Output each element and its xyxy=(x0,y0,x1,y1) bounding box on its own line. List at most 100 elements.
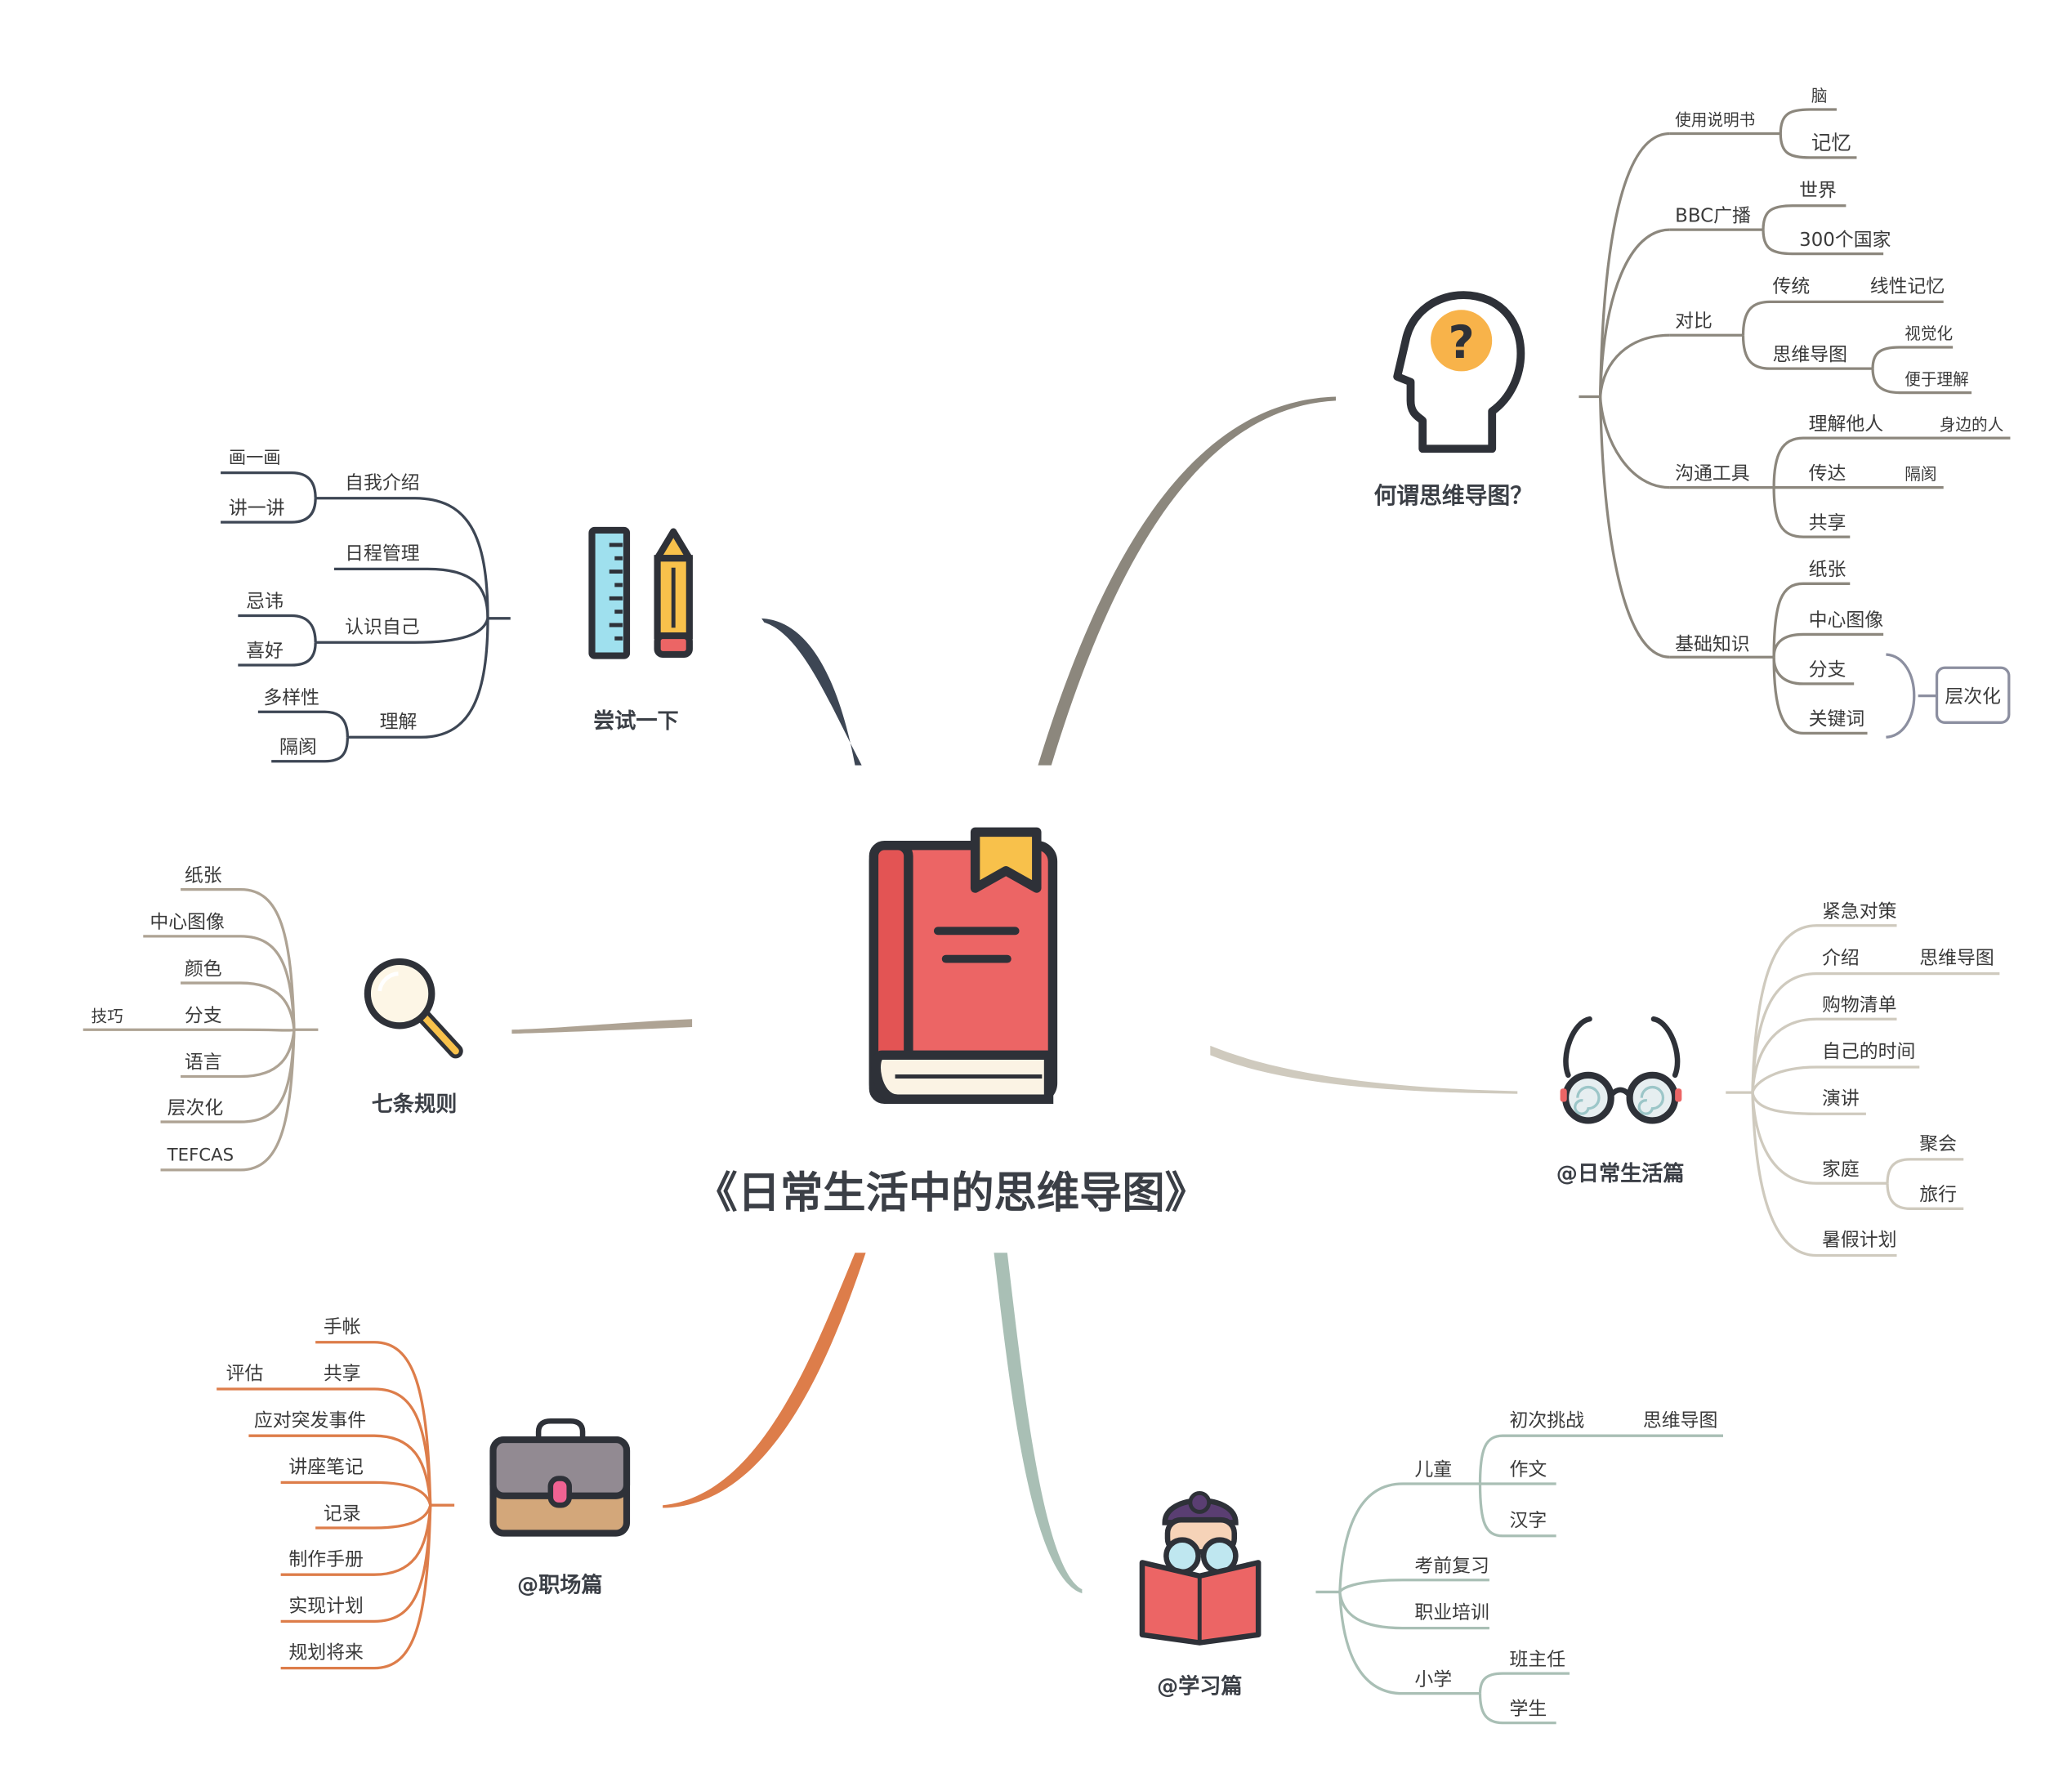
rules-item-1: 纸张 xyxy=(185,865,222,887)
try-intro-talk: 讲一讲 xyxy=(229,498,285,519)
try-understand-diversity: 多样性 xyxy=(263,687,319,708)
daily-family-travel: 旅行 xyxy=(1919,1185,1957,1206)
study-primary-teacher: 班主任 xyxy=(1509,1649,1565,1670)
what-bbc-label: BBC广播 xyxy=(1675,205,1751,226)
daily-family-party: 聚会 xyxy=(1919,1133,1957,1155)
study-child-first-mindmap: 思维导图 xyxy=(1643,1410,1718,1431)
branch-try-title: 尝试一下 xyxy=(593,709,679,734)
study-job-label: 职业培训 xyxy=(1414,1602,1489,1624)
what-compare-mindmap: 思维导图 xyxy=(1772,344,1847,365)
what-basic-label: 基础知识 xyxy=(1675,634,1750,655)
what-manual-label: 使用说明书 xyxy=(1675,111,1755,130)
what-comm-convey: 传达 xyxy=(1809,463,1846,485)
daily-item-6: 家庭 xyxy=(1822,1159,1860,1180)
svg-text:?: ? xyxy=(1449,316,1475,369)
daily-item-4: 自己的时间 xyxy=(1822,1042,1915,1063)
what-basic-central: 中心图像 xyxy=(1809,610,1884,632)
what-comm-gap: 隔阂 xyxy=(1905,465,1936,484)
rules-item-2: 中心图像 xyxy=(150,912,225,933)
study-child-label: 儿童 xyxy=(1414,1459,1452,1481)
daily-item-1: 紧急对策 xyxy=(1822,901,1897,922)
what-compare-label: 对比 xyxy=(1675,310,1713,332)
branch-rules-title: 七条规则 xyxy=(372,1092,458,1117)
center-title: 《日常生活中的思维导图》 xyxy=(694,1168,1208,1218)
magnifier-icon xyxy=(364,958,463,1059)
work-item-4: 讲座笔记 xyxy=(288,1457,364,1478)
what-subtree xyxy=(1579,108,2011,739)
what-compare-visual: 视觉化 xyxy=(1905,324,1953,343)
rules-item-3: 颜色 xyxy=(185,958,222,980)
study-primary-student: 学生 xyxy=(1509,1699,1547,1720)
try-self-like: 喜好 xyxy=(246,641,284,662)
branch-study-title: @学习篇 xyxy=(1157,1674,1243,1699)
what-basic-boxed: 层次化 xyxy=(1945,686,2001,708)
study-child-essay: 作文 xyxy=(1509,1459,1547,1481)
daily-subtree xyxy=(1726,924,2000,1257)
branch-what xyxy=(1038,396,1336,766)
study-subtree xyxy=(1315,1434,1724,1725)
try-understand-label: 理解 xyxy=(380,712,418,733)
branch-work-title: @职场篇 xyxy=(517,1572,603,1597)
work-item-1: 手帐 xyxy=(324,1316,361,1338)
rules-item-5: 语言 xyxy=(185,1052,222,1074)
rules-subtree xyxy=(83,888,319,1172)
briefcase-icon xyxy=(489,1418,631,1537)
ruler-pencil-icon xyxy=(588,526,693,659)
work-subtree xyxy=(217,1341,455,1670)
try-self-taboo: 忌讳 xyxy=(246,592,284,613)
rules-item-4: 分支 xyxy=(185,1005,222,1026)
try-self-label: 认识自己 xyxy=(345,617,420,638)
rules-item-6: 层次化 xyxy=(167,1097,224,1119)
work-item-3: 应对突发事件 xyxy=(254,1410,366,1431)
what-compare-easy: 便于理解 xyxy=(1905,370,1968,389)
book-icon xyxy=(869,827,1058,1104)
try-subtree xyxy=(221,471,511,763)
work-share-child: 评估 xyxy=(226,1364,264,1385)
work-item-7: 实现计划 xyxy=(288,1596,364,1617)
what-comm-share: 共享 xyxy=(1809,512,1846,534)
work-item-8: 规划将来 xyxy=(288,1642,364,1664)
branch-rules xyxy=(511,1019,693,1034)
what-compare-linear: 线性记忆 xyxy=(1870,276,1945,297)
glasses-icon xyxy=(1560,1016,1682,1124)
work-item-5: 记录 xyxy=(324,1503,361,1525)
what-comm-label: 沟通工具 xyxy=(1675,463,1750,485)
daily-intro-child: 思维导图 xyxy=(1919,948,1994,969)
daily-item-7: 暑假计划 xyxy=(1822,1230,1897,1251)
head-question-icon: ? xyxy=(1393,291,1525,453)
branch-study xyxy=(994,1253,1083,1594)
what-basic-paper: 纸张 xyxy=(1809,560,1846,581)
try-schedule-label: 日程管理 xyxy=(345,543,420,565)
what-bbc-countries: 300个国家 xyxy=(1799,230,1891,251)
study-child-hanzi: 汉字 xyxy=(1509,1510,1547,1531)
rules-item-7: TEFCAS xyxy=(167,1145,234,1165)
try-intro-label: 自我介绍 xyxy=(345,472,420,494)
daily-item-3: 购物清单 xyxy=(1822,994,1897,1016)
rules-tip: 技巧 xyxy=(92,1007,123,1025)
what-basic-keyword: 关键词 xyxy=(1809,709,1865,730)
work-item-6: 制作手册 xyxy=(288,1549,364,1570)
try-understand-gap: 隔阂 xyxy=(279,737,317,758)
branch-what-title: 何谓思维导图？ xyxy=(1374,482,1533,509)
study-exam-label: 考前复习 xyxy=(1414,1556,1489,1577)
branch-daily xyxy=(1210,1045,1518,1094)
what-basic-branch: 分支 xyxy=(1809,659,1846,681)
what-comm-nearby: 身边的人 xyxy=(1940,415,2003,434)
boxed-topic xyxy=(1935,666,2011,724)
study-child-first: 初次挑战 xyxy=(1509,1410,1584,1431)
study-primary-label: 小学 xyxy=(1414,1669,1452,1691)
branch-work xyxy=(663,1253,866,1508)
what-compare-traditional: 传统 xyxy=(1772,276,1810,297)
branch-try xyxy=(761,618,862,766)
what-manual-memory: 记忆 xyxy=(1811,131,1851,154)
student-reading-icon xyxy=(1139,1491,1262,1646)
daily-item-5: 演讲 xyxy=(1822,1088,1860,1110)
work-item-2: 共享 xyxy=(324,1364,361,1385)
what-comm-understand: 理解他人 xyxy=(1809,413,1884,435)
try-intro-draw: 画一画 xyxy=(229,448,281,468)
daily-item-2: 介绍 xyxy=(1822,948,1860,969)
what-manual-brain: 脑 xyxy=(1811,87,1828,105)
branch-daily-title: @日常生活篇 xyxy=(1556,1161,1685,1186)
